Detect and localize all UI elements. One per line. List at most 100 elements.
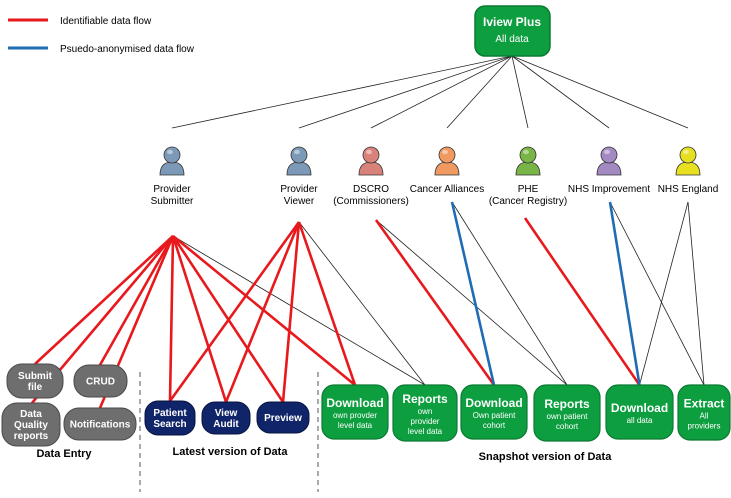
user-label-line: Provider (280, 184, 318, 195)
box-shape (6, 363, 64, 399)
identifiable-flow-line (374, 219, 496, 386)
person-icon (675, 146, 701, 176)
box-shape (144, 400, 196, 436)
person-body-shape (286, 161, 312, 176)
pseudo-flow-line (608, 201, 641, 386)
box-label-line: View (215, 408, 238, 419)
box-label-line: Audit (213, 419, 239, 430)
notifications-box[interactable]: Notifications (63, 407, 137, 441)
box-subtitle-line: Own patient (473, 411, 516, 420)
person-icon (596, 146, 622, 176)
box-subtitle-line: own (418, 407, 433, 416)
box-subtitle-line: level data (408, 427, 443, 436)
person-body-shape (358, 161, 384, 176)
identifiable-flow-line (281, 221, 301, 403)
user-roles: ProviderSubmitterProviderViewerDSCRO(Com… (151, 146, 719, 207)
preview-box[interactable]: Preview (256, 401, 310, 434)
box-shape (256, 401, 310, 434)
person-head-shape (438, 146, 456, 164)
user-phe: PHE(Cancer Registry) (489, 146, 567, 207)
identifiable-flow-line (168, 221, 301, 402)
user-label-line: PHE (518, 184, 539, 195)
user-nhs-improvement: NHS Improvement (568, 146, 650, 195)
thin-connector-line (511, 55, 689, 129)
box-title: Reports (544, 397, 590, 411)
box-title: Download (326, 396, 383, 410)
thin-connector-line (370, 55, 513, 129)
user-cancer-alliances: Cancer Alliances (410, 146, 484, 195)
section-label-snapshot: Snapshot version of Data (479, 451, 613, 463)
person-head-shape (600, 146, 618, 164)
person-head-highlight (167, 149, 173, 155)
person-icon (434, 146, 460, 176)
box-shape (73, 364, 128, 398)
iview-plus-subtitle: All data (495, 34, 529, 45)
box-shape (392, 384, 458, 442)
thin-connector-line (609, 201, 705, 386)
box-title: Reports (402, 392, 448, 406)
user-label-line: NHS Improvement (568, 184, 650, 195)
identifiable-flow-line (224, 221, 301, 403)
user-label-line: NHS England (658, 184, 719, 195)
identifiable-flow-line (98, 235, 175, 366)
box-subtitle-line: All (700, 412, 709, 421)
identifiable-flow-line (297, 221, 357, 386)
thin-connector-line (172, 235, 426, 386)
box-title: Download (465, 396, 522, 410)
box-subtitle-line: own provder (333, 411, 377, 420)
person-head-highlight (442, 149, 448, 155)
crud-box[interactable]: CRUD (73, 364, 128, 398)
person-body-shape (159, 161, 185, 176)
user-label-line: Viewer (284, 196, 315, 207)
legend: Identifiable data flow Psuedo-anonymised… (8, 16, 195, 55)
box-shape (460, 384, 528, 440)
box-subtitle-line: cohort (556, 422, 579, 431)
identifiable-flow-line (168, 235, 175, 402)
person-body-shape (434, 161, 460, 176)
thin-connector-line (171, 55, 513, 129)
user-label-line: Provider (153, 184, 191, 195)
pseudo-flow-line (450, 201, 496, 386)
person-head-shape (679, 146, 697, 164)
person-head-shape (163, 146, 181, 164)
thin-connector-line (687, 201, 705, 386)
user-nhs-england: NHS England (658, 146, 719, 195)
person-icon (286, 146, 312, 176)
person-icon (515, 146, 541, 176)
box-label-line: Preview (264, 413, 302, 424)
box-label-line: Data (20, 409, 42, 420)
user-label-line: (Cancer Registry) (489, 196, 567, 207)
box-title: Download (611, 401, 668, 415)
iview-plus-title: Iview Plus (483, 15, 541, 29)
person-head-highlight (523, 149, 529, 155)
box-subtitle-line: providers (688, 422, 721, 431)
box-label-line: file (28, 382, 43, 393)
iview-plus-box (474, 5, 551, 57)
person-head-highlight (294, 149, 300, 155)
person-head-shape (290, 146, 308, 164)
box-shape (677, 384, 731, 441)
section-label-latest: Latest version of Data (173, 446, 289, 458)
box-shape (321, 384, 389, 440)
identifiable-flow-line (171, 235, 228, 403)
box-subtitle-line: cohort (483, 421, 506, 430)
thin-connector-line (375, 219, 568, 386)
thin-connector-line (451, 201, 568, 386)
thin-connector-line (511, 55, 529, 129)
user-label-line: (Commissioners) (333, 196, 409, 207)
person-body-shape (596, 161, 622, 176)
box-shape (1, 402, 61, 447)
